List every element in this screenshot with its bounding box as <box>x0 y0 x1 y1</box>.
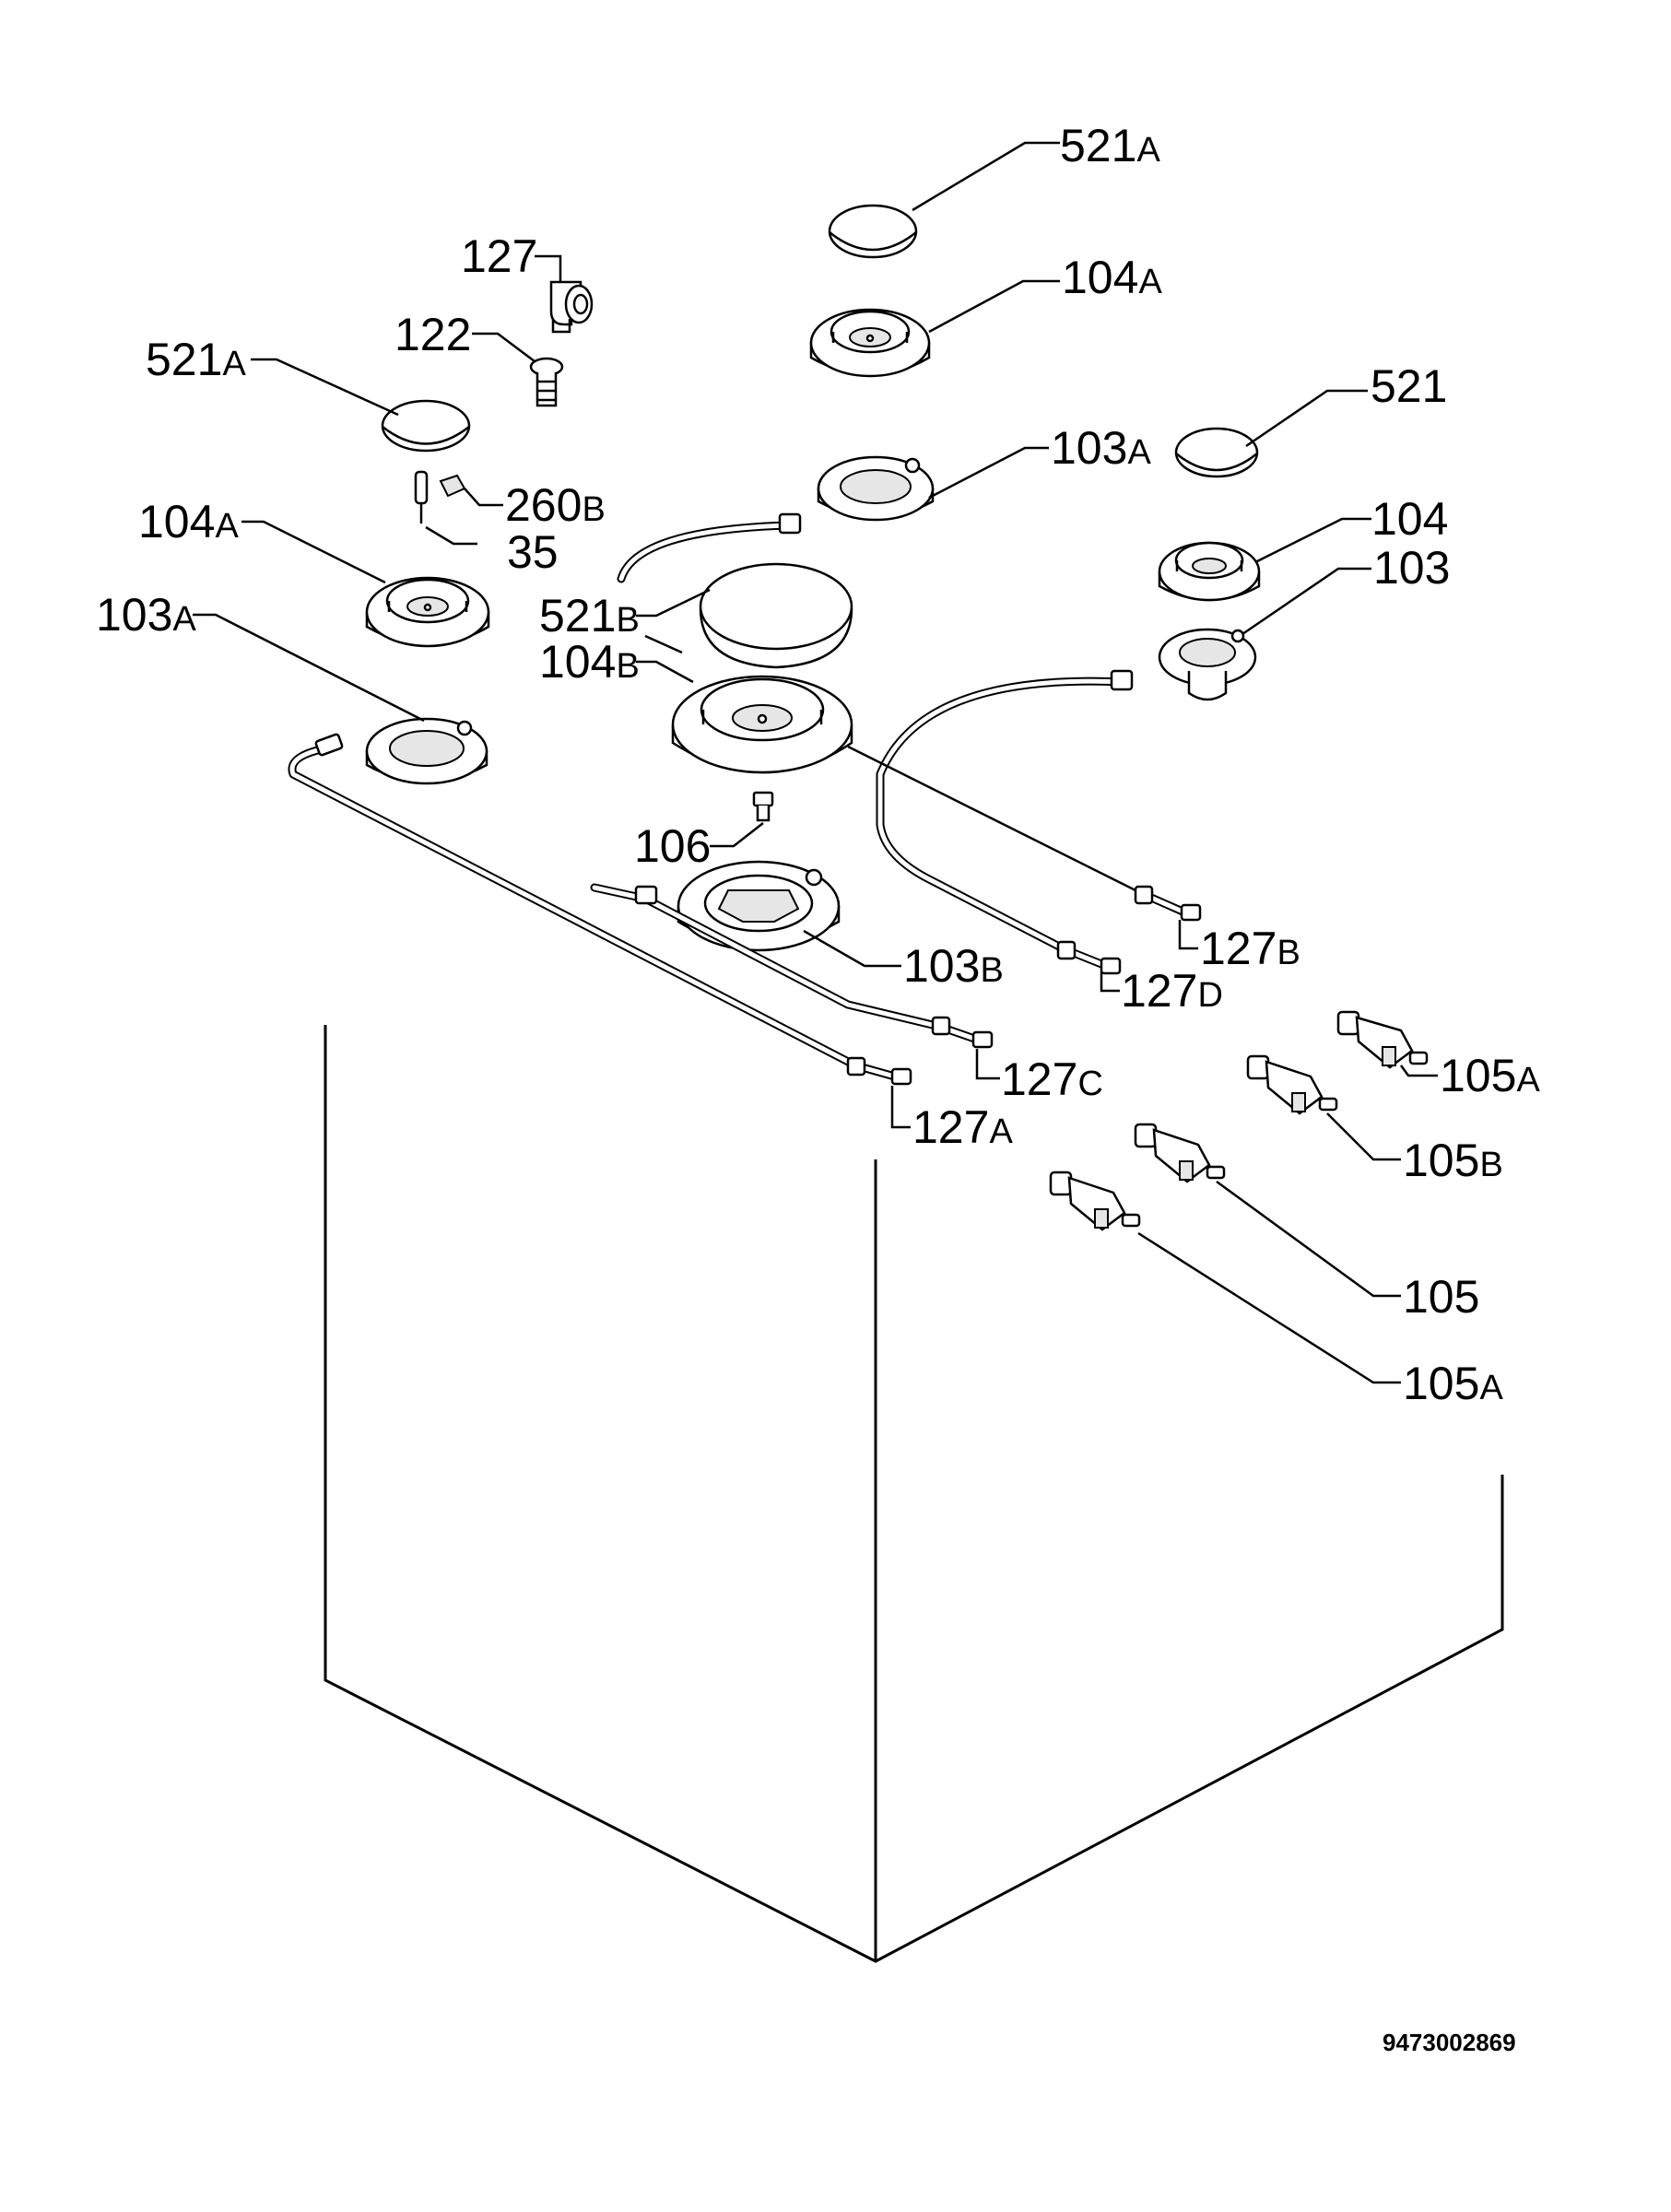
gas-tap-105b <box>1246 1054 1338 1115</box>
burner-crown-104a-top <box>809 308 931 378</box>
injector-106 <box>752 791 774 822</box>
callout-521a-top: 521A <box>1060 120 1160 171</box>
gas-pipe-127c <box>590 883 994 1049</box>
callout-127c: 127C <box>1001 1053 1103 1105</box>
callout-127b: 127B <box>1200 923 1300 974</box>
callout-103a-left: 103A <box>96 589 196 641</box>
callout-105b: 105B <box>1403 1135 1503 1186</box>
burner-crown-104b <box>671 675 853 774</box>
gas-pipe-127d <box>876 669 1134 975</box>
callout-105a-bottom: 105A <box>1403 1358 1503 1409</box>
callout-127: 127 <box>461 230 537 282</box>
callout-127d: 127D <box>1121 965 1223 1017</box>
callout-105a-top: 105A <box>1440 1050 1540 1101</box>
leader-lines <box>193 141 1438 1384</box>
gas-tap-105a-top <box>1336 1010 1429 1069</box>
burner-cap-521a-top <box>828 204 918 259</box>
nozzle-fitting-122 <box>529 357 564 407</box>
burner-crown-104a-left <box>365 576 490 648</box>
burner-body-103 <box>1158 628 1257 701</box>
callout-103a-mid: 103A <box>1051 422 1151 474</box>
callout-104: 104 <box>1371 493 1448 545</box>
burner-body-103a-mid <box>817 455 935 522</box>
callout-104a-left: 104A <box>138 496 239 547</box>
gas-tap-105a-bottom <box>1049 1171 1141 1231</box>
callout-103b: 103B <box>903 940 1004 992</box>
burner-cap-521a-left <box>381 399 471 453</box>
callout-122: 122 <box>394 309 471 360</box>
callout-105: 105 <box>1403 1271 1479 1323</box>
burner-cap-521b <box>699 562 853 669</box>
callout-104b: 104B <box>539 636 640 688</box>
callout-103: 103 <box>1373 542 1450 594</box>
callout-127a: 127A <box>912 1101 1013 1153</box>
callout-35: 35 <box>507 526 559 578</box>
document-number: 9473002869 <box>1383 2029 1516 2056</box>
callout-104a-top: 104A <box>1062 252 1162 303</box>
callout-260b: 260B <box>505 479 606 531</box>
callout-521: 521 <box>1371 360 1447 412</box>
gas-pipe-127b <box>617 512 1202 922</box>
gas-tap-105 <box>1134 1123 1226 1183</box>
callout-521a-left: 521A <box>146 334 246 385</box>
cabinet-body <box>324 1025 1504 1963</box>
clip-260b <box>439 474 466 498</box>
gas-pipe-127a <box>288 733 912 1086</box>
callout-106: 106 <box>634 820 711 872</box>
thermocouple-35 <box>414 470 429 524</box>
burner-crown-104 <box>1158 541 1261 602</box>
burner-cap-521 <box>1174 427 1259 478</box>
callout-521b: 521B <box>539 590 640 641</box>
burner-body-103a-left <box>365 717 488 785</box>
elbow-fitting-127 <box>549 280 594 334</box>
